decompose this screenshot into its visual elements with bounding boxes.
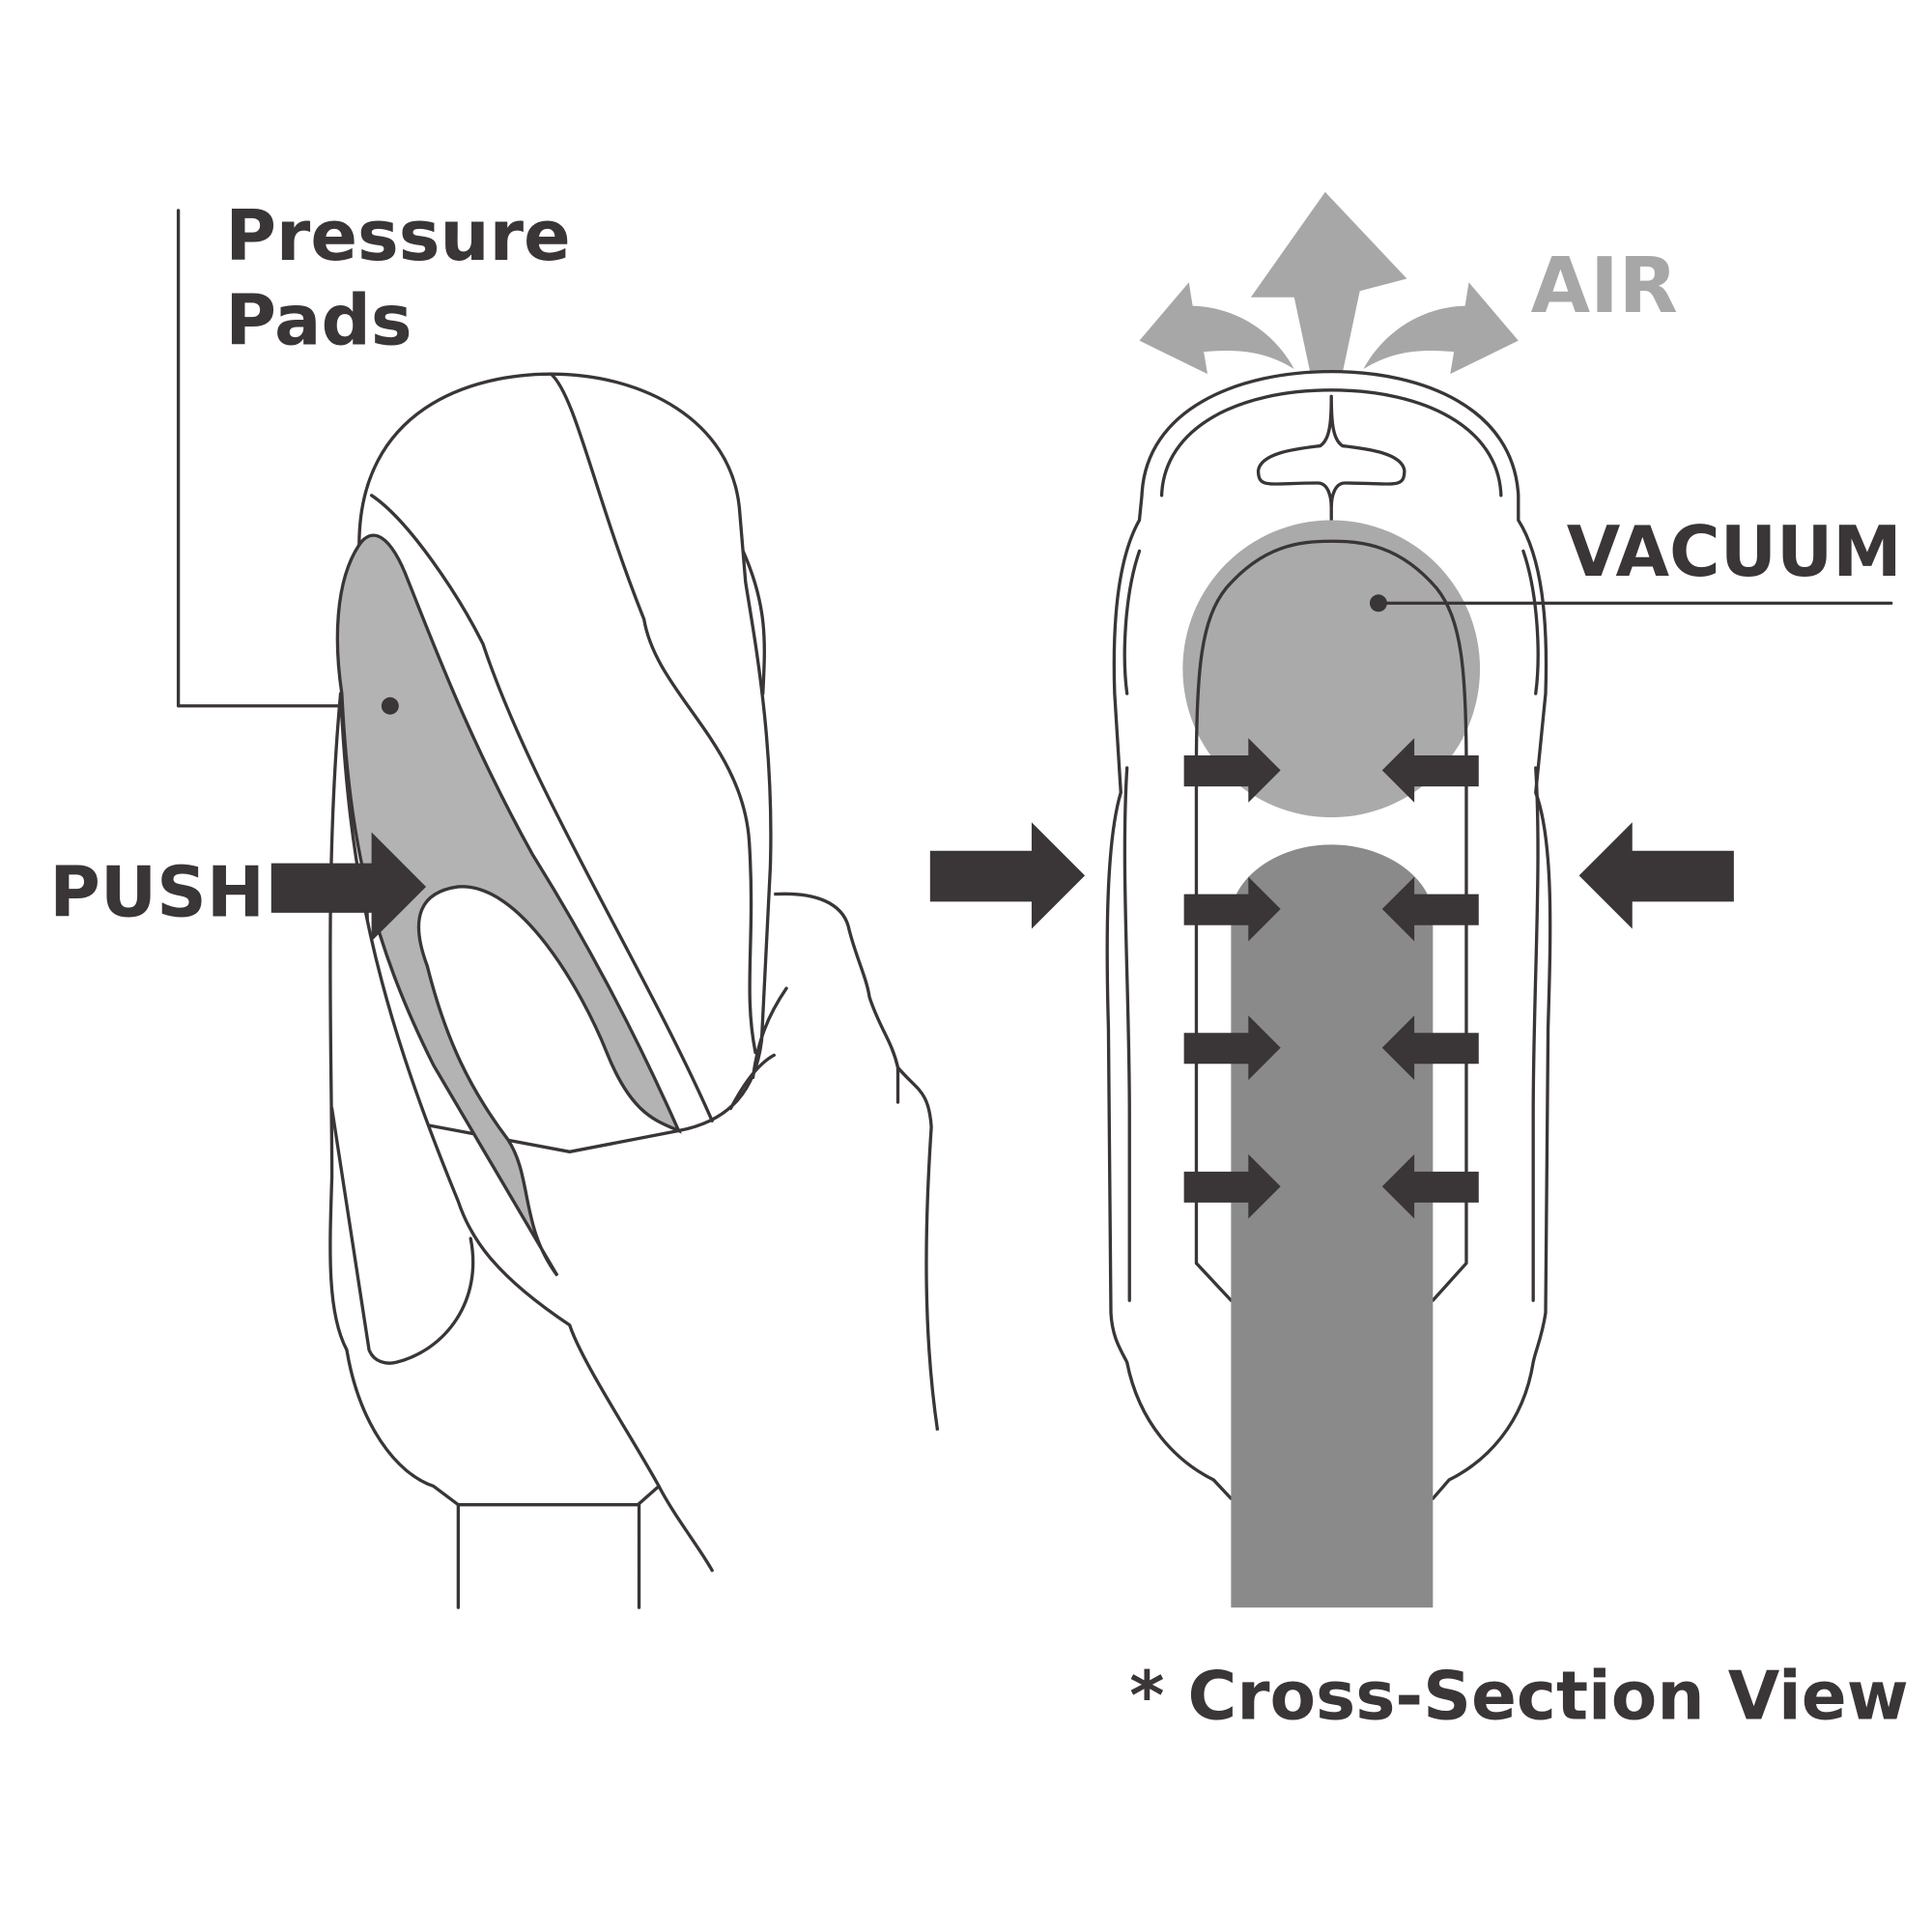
hand-device-illustration <box>176 209 940 1609</box>
squeeze-arrow-right <box>1578 822 1734 929</box>
inward-arrow <box>1183 738 1281 803</box>
squeeze-arrow-left <box>929 822 1086 929</box>
cross-section-caption: * Cross-Section View <box>1129 1658 1908 1735</box>
pressure-pads-label-line1: Pressure <box>225 195 570 276</box>
inward-arrow <box>1381 876 1479 942</box>
vacuum-area <box>1182 520 1481 818</box>
pressure-pads-label-line2: Pads <box>225 279 412 360</box>
air-label: AIR <box>1531 241 1678 330</box>
pressure-pad-marker <box>381 696 399 715</box>
vacuum-label: VACUUM <box>1567 511 1902 592</box>
inward-arrow <box>1183 876 1281 942</box>
push-arrow <box>270 832 427 942</box>
push-label: PUSH <box>49 852 265 933</box>
inserted-shaft <box>1231 844 1434 1608</box>
leader-line-pressure-pads <box>176 209 392 708</box>
inward-arrow <box>1381 738 1479 803</box>
cross-section <box>1105 191 1893 1608</box>
inward-arrow <box>1183 1153 1281 1219</box>
air-arrows-icon <box>1139 191 1519 397</box>
inward-arrow <box>1381 1153 1479 1219</box>
